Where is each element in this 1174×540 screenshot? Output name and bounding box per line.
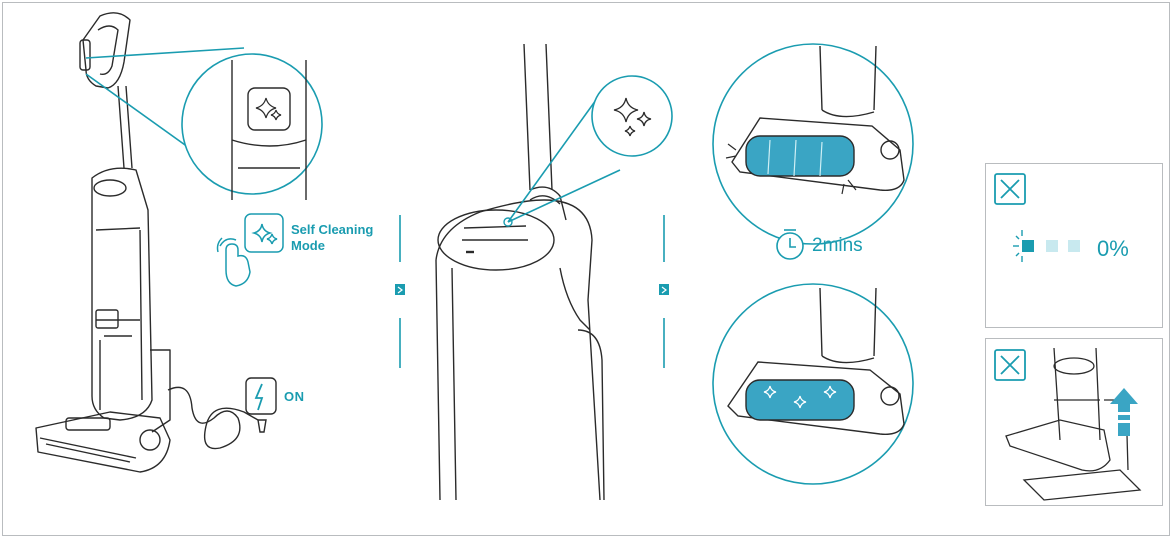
vacuum-body-closeup <box>435 43 605 501</box>
arrow-up-icon <box>1110 388 1138 436</box>
self-cleaning-button <box>216 213 284 287</box>
roller-after-detail <box>727 287 905 435</box>
battery-low-icon <box>1013 230 1080 262</box>
timer-icon <box>776 229 804 260</box>
roller-before-detail <box>725 45 905 195</box>
handle-zoom-detail <box>231 60 307 200</box>
battery-panel <box>985 163 1163 328</box>
self-cleaning-mode-label: Self Cleaning Mode <box>291 222 374 253</box>
step-separator-1 <box>395 215 405 368</box>
hand-tap-icon <box>216 237 251 287</box>
plug-icon <box>245 377 277 433</box>
battery-percent-label: 0% <box>1097 236 1129 261</box>
power-on-label: ON <box>284 389 305 404</box>
step-separator-2 <box>659 215 669 368</box>
sparkle-icon <box>251 223 278 245</box>
cross-box-icon <box>994 349 1026 381</box>
lift-from-dock <box>1005 347 1142 501</box>
display-zoom <box>507 75 673 223</box>
sparkle-icon <box>255 97 282 121</box>
sparkle-icon <box>613 97 652 137</box>
cross-box-icon <box>994 173 1026 205</box>
vacuum-full-view <box>35 12 259 473</box>
handle-zoom <box>85 47 323 195</box>
lift-panel <box>985 338 1163 506</box>
duration-label: 2mins <box>812 235 863 256</box>
